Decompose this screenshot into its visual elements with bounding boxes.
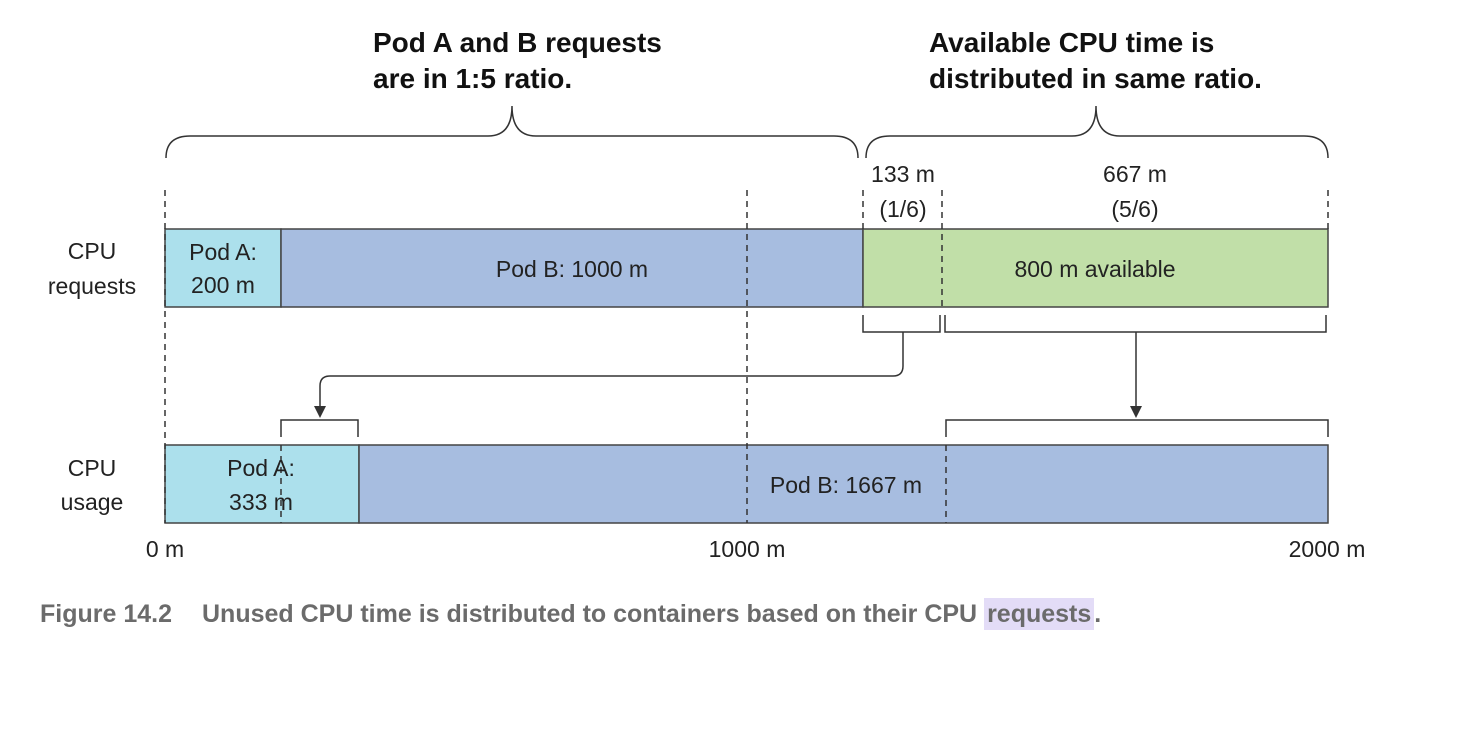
usage-pod-b-segment [358, 444, 1329, 524]
pod-b-usage-bracket [945, 419, 1329, 437]
caption-text: Unused CPU time is distributed to contai… [202, 600, 985, 628]
left-annotation-line-1: Pod A and B requests [373, 27, 662, 58]
caption-highlighted-word: requests [984, 598, 1095, 630]
pod-a-share-value: 133 m [871, 161, 935, 187]
usage-pod-a-label-1: Pod A: [227, 455, 295, 481]
cpu-distribution-diagram: Pod A and B requests are in 1:5 ratio. A… [48, 27, 1366, 562]
requests-pod-b-label: Pod B: 1000 m [496, 256, 648, 282]
requests-row-label-1: CPU [68, 238, 117, 264]
left-annotation-line-2: are in 1:5 ratio. [373, 63, 572, 94]
pod-a-share-arrow [319, 332, 904, 408]
usage-pod-b-label: Pod B: 1667 m [770, 472, 922, 498]
usage-row-label-1: CPU [68, 455, 117, 481]
pod-a-share-arrowhead [314, 406, 326, 418]
requests-pod-a-segment [164, 228, 282, 308]
pod-b-share-arrowhead [1130, 406, 1142, 418]
axis-tick-0: 0 m [146, 536, 184, 562]
pod-a-share-bracket [862, 315, 941, 333]
axis-tick-2000: 2000 m [1289, 536, 1366, 562]
requests-available-segment [862, 228, 1329, 308]
pod-b-share-ratio: (5/6) [1111, 196, 1158, 222]
figure-number: Figure 14.2 [40, 600, 172, 628]
requests-pod-b-segment [280, 228, 864, 308]
requests-row-label-2: requests [48, 273, 136, 299]
caption-end: . [1094, 600, 1102, 628]
pod-b-share-value: 667 m [1103, 161, 1167, 187]
requests-pod-a-label-2: 200 m [191, 272, 255, 298]
requests-pod-a-label-1: Pod A: [189, 239, 257, 265]
usage-pod-a-label-2: 333 m [229, 489, 293, 515]
pod-a-share-ratio: (1/6) [879, 196, 926, 222]
pod-a-usage-bracket [280, 419, 359, 437]
pod-b-share-bracket [944, 315, 1327, 333]
left-curly-brace [165, 105, 859, 159]
axis-tick-1000: 1000 m [709, 536, 786, 562]
requests-available-label: 800 m available [1014, 256, 1175, 282]
right-annotation-line-2: distributed in same ratio. [929, 63, 1262, 94]
usage-pod-a-segment [164, 444, 360, 524]
usage-row-label-2: usage [61, 489, 124, 515]
right-curly-brace [865, 105, 1329, 159]
right-annotation-line-1: Available CPU time is [929, 27, 1214, 58]
figure-caption: Figure 14.2 Unused CPU time is distribute… [40, 598, 1102, 630]
